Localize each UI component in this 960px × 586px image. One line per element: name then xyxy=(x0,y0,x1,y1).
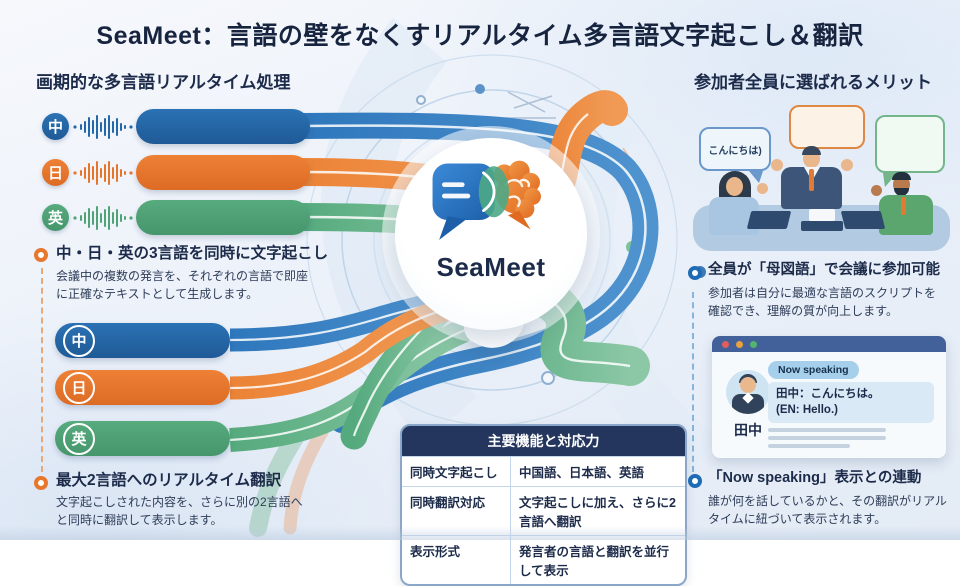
input-pill-en xyxy=(136,200,310,235)
bullet-icon xyxy=(34,248,48,262)
person-left-hand xyxy=(757,183,768,194)
person-left-head xyxy=(726,177,743,196)
lang-badge-ja: 日 xyxy=(42,159,69,186)
window-dot-yellow xyxy=(736,340,743,348)
paper-icon xyxy=(809,209,835,221)
placeholder-line xyxy=(768,436,886,440)
right-section-heading: 参加者全員に選ばれるメリット xyxy=(694,73,932,92)
bullet-icon xyxy=(688,474,702,488)
person-center-hand-left xyxy=(771,159,783,171)
speech-bubble-center xyxy=(789,105,865,162)
now-speaking-badge: Now speaking xyxy=(768,361,859,379)
left-point1-body: 会議中の複数の発言を、それぞれの言語で即座に正確なテキストとして生成します。 xyxy=(56,269,309,301)
feature-table: 主要機能と対応力 同時文字起こし 中国語、日本語、英語 同時翻訳対応 文字起こし… xyxy=(400,424,687,586)
speech-bubble-text: こんにちは) xyxy=(708,145,762,157)
placeholder-line xyxy=(768,444,850,448)
left-point2-title: 最大2言語へのリアルタイム翻訳 xyxy=(56,472,282,489)
window-titlebar xyxy=(712,336,946,352)
overlap-lens-icon xyxy=(478,166,509,218)
speaker-name: 田中 xyxy=(734,422,762,438)
table-value: 中国語、日本語、英語 xyxy=(519,466,645,480)
table-value: 文字起こしに加え、さらに2言語へ翻訳 xyxy=(519,496,676,529)
lang-badge-label: 英 xyxy=(47,210,63,227)
seameet-logo xyxy=(432,160,541,240)
output-badge-ja: 日 xyxy=(63,371,95,404)
speaker-avatar xyxy=(726,370,770,414)
lang-badge-label: 日 xyxy=(47,165,63,182)
input-pill-ja xyxy=(136,155,310,190)
output-pill-en: 英 xyxy=(55,421,230,456)
person-right-hair xyxy=(892,172,911,180)
bullet-icon xyxy=(688,266,702,280)
person-center-hair xyxy=(802,146,821,155)
transcript-line-translation: (EN: Hello.) xyxy=(776,403,838,416)
window-dot-green xyxy=(750,340,757,348)
waveform-icon xyxy=(73,161,133,185)
output-badge-label: 英 xyxy=(71,431,87,448)
meeting-illustration: こんにちは) xyxy=(693,103,950,255)
output-badge-label: 日 xyxy=(71,380,87,397)
table-label: 表示形式 xyxy=(402,536,511,584)
output-pill-ja: 日 xyxy=(55,370,230,405)
waveform-icon xyxy=(73,206,133,230)
page-title: SeaMeet：言語の壁をなくすリアルタイム多言語文字起こし＆翻訳 xyxy=(96,22,864,50)
left-point2-body: 文字起こしされた内容を、さらに別の2言語へと同時に翻訳して表示します。 xyxy=(56,495,303,527)
left-dashed-connector xyxy=(41,268,43,472)
laptop-icon xyxy=(801,221,843,231)
speech-bubble-right xyxy=(875,115,945,187)
person-right-tie xyxy=(901,197,906,215)
feature-table-title: 主要機能と対応力 xyxy=(402,426,685,456)
person-center-tie xyxy=(809,169,814,191)
output-badge-label: 中 xyxy=(71,333,87,350)
right-point1-title: 全員が「母図語」で会議に参加可能 xyxy=(708,262,940,278)
right-point2-title: 「Now speaking」表示との連動 xyxy=(708,470,922,486)
window-dot-red xyxy=(722,340,729,348)
speech-bubble-left: こんにちは) xyxy=(699,127,771,183)
person-right-body xyxy=(879,195,933,235)
speaking-card: 田中 Now speaking 田中：こんにちは。 (EN: Hello.) xyxy=(712,336,946,458)
table-value: 発言者の言語と翻訳を並行して表示 xyxy=(519,545,670,578)
table-label: 同時翻訳対応 xyxy=(402,487,511,535)
placeholder-line xyxy=(768,428,886,432)
lang-badge-zh: 中 xyxy=(42,113,69,140)
output-badge-en: 英 xyxy=(63,422,95,455)
person-right-beard xyxy=(894,188,909,196)
left-point1-title: 中・日・英の3言語を同時に文字起こし xyxy=(56,245,329,262)
table-row: 同時文字起こし 中国語、日本語、英語 xyxy=(402,456,685,486)
bottom-edge-shade xyxy=(0,526,960,540)
avatar-suit xyxy=(732,394,764,414)
lang-badge-en: 英 xyxy=(42,204,69,231)
avatar-face xyxy=(740,377,756,393)
laptop-icon xyxy=(840,211,886,229)
output-badge-zh: 中 xyxy=(63,324,95,357)
person-center-hand-right xyxy=(841,159,853,171)
person-right-hand xyxy=(871,185,882,196)
transcript-box: 田中：こんにちは。 (EN: Hello.) xyxy=(768,382,934,424)
chat-bubble-icon xyxy=(432,163,495,240)
laptop-icon xyxy=(746,211,792,229)
transcript-line-original: 田中：こんにちは。 xyxy=(776,388,880,400)
logo-wordmark: SeaMeet xyxy=(436,252,546,282)
table-row: 表示形式 発言者の言語と翻訳を並行して表示 xyxy=(402,535,685,584)
lang-badge-label: 中 xyxy=(47,119,63,136)
left-section-heading: 画期的な多言語リアルタイム処理 xyxy=(36,73,291,92)
waveform-icon xyxy=(73,115,133,139)
table-row: 同時翻訳対応 文字起こしに加え、さらに2言語へ翻訳 xyxy=(402,486,685,535)
input-pill-zh xyxy=(136,109,310,144)
right-dashed-connector xyxy=(692,292,694,472)
bullet-icon xyxy=(34,476,48,490)
right-point1-body: 参加者は自分に最適な言語のスクリプトを確認でき、理解の質が向上します。 xyxy=(708,286,937,318)
table-label: 同時文字起こし xyxy=(402,457,511,486)
output-pill-zh: 中 xyxy=(55,323,230,358)
right-point2-body: 誰が何を話しているかと、その翻訳がリアルタイムに紐づいて表示されます。 xyxy=(708,494,948,526)
